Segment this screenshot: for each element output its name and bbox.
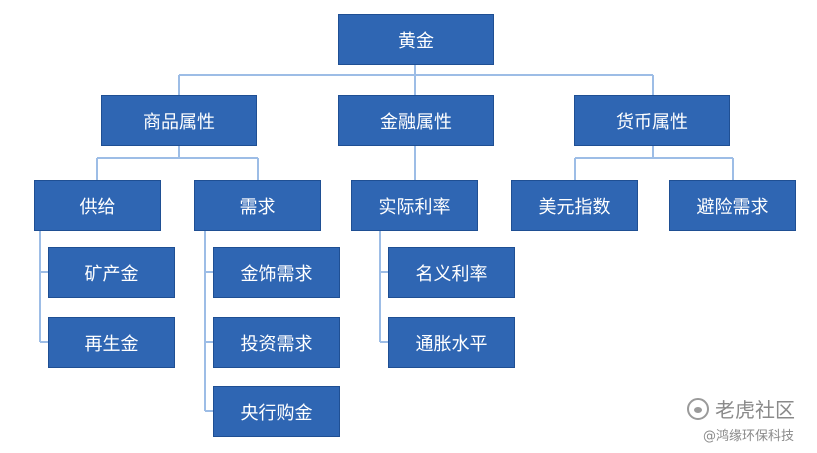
node-gold: 黄金 (338, 14, 494, 65)
node-inflation-level: 通胀水平 (388, 317, 515, 368)
node-investment-demand: 投资需求 (213, 317, 340, 368)
node-safe-haven-demand: 避险需求 (669, 180, 796, 231)
node-demand: 需求 (194, 180, 321, 231)
node-recycled-gold: 再生金 (48, 317, 175, 368)
watermark-author: @鸿缘环保科技 (703, 429, 795, 444)
node-jewelry-demand: 金饰需求 (213, 247, 340, 298)
node-nominal-rate: 名义利率 (388, 247, 515, 298)
node-dollar-index: 美元指数 (511, 180, 638, 231)
node-supply: 供给 (34, 180, 161, 231)
node-financial-attribute: 金融属性 (338, 95, 494, 146)
node-currency-attribute: 货币属性 (574, 95, 730, 146)
node-commodity-attribute: 商品属性 (101, 95, 257, 146)
node-real-interest-rate: 实际利率 (351, 180, 478, 231)
node-mine-gold: 矿产金 (48, 247, 175, 298)
tiger-paw-icon (687, 397, 709, 420)
node-central-bank-purchase: 央行购金 (213, 386, 340, 437)
watermark-brand: 老虎社区 (687, 394, 795, 423)
watermark-brand-text: 老虎社区 (715, 398, 795, 422)
